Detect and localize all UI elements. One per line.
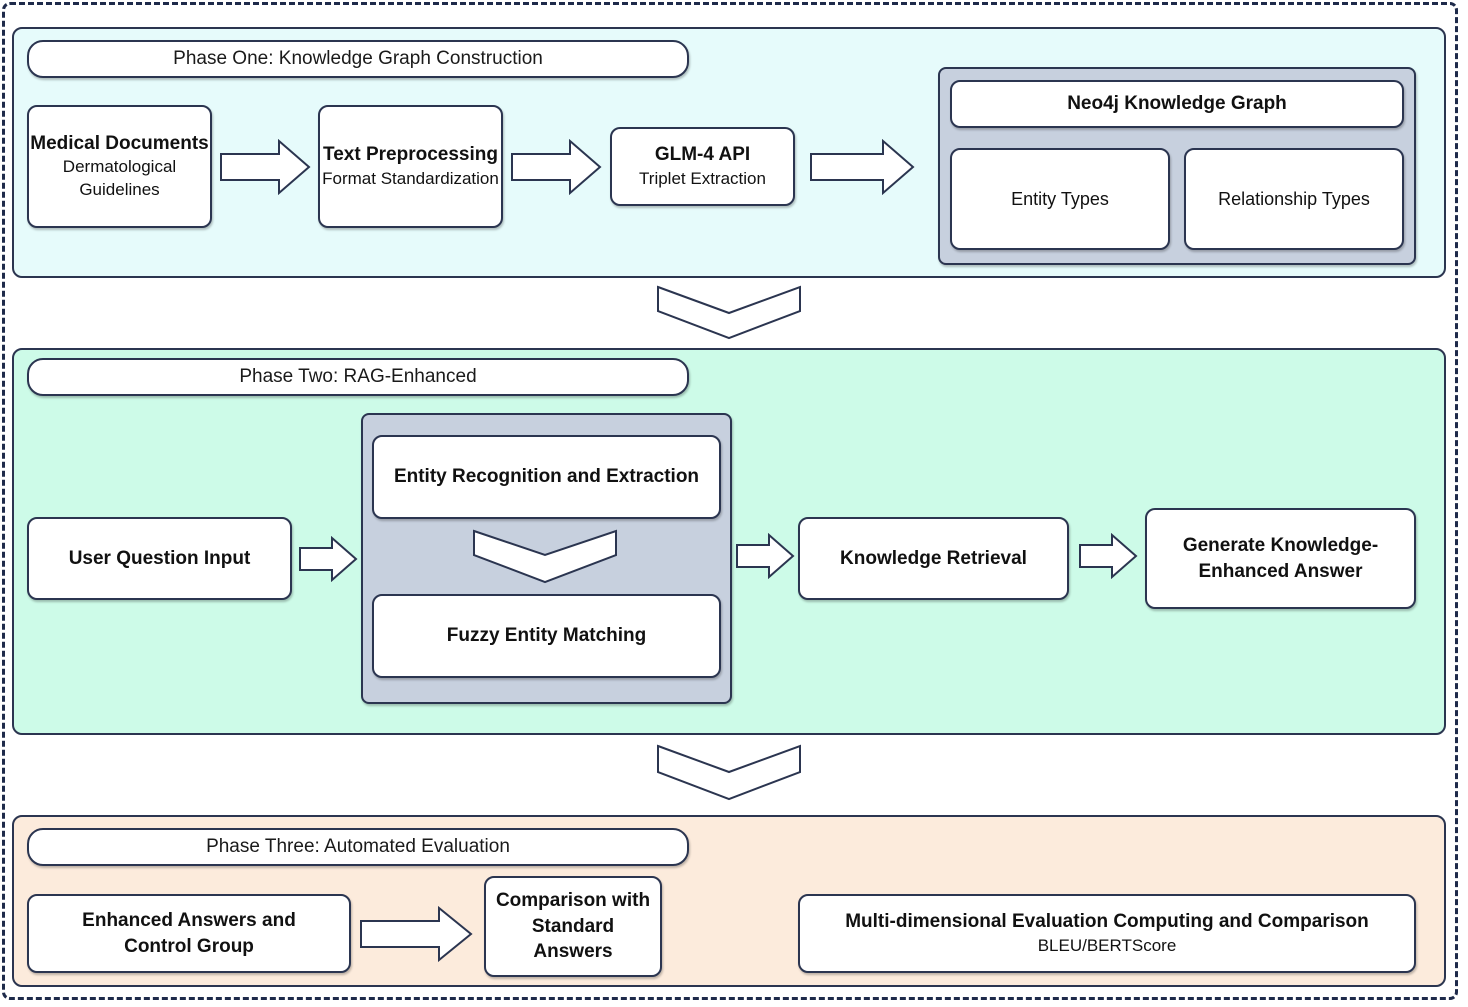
neo4j-title: Neo4j Knowledge Graph (1067, 93, 1287, 115)
text-preprocessing-box: Text Preprocessing Format Standardizatio… (318, 105, 503, 228)
chevron-down-icon (473, 529, 617, 584)
chevron-down-icon (657, 285, 801, 340)
relationship-types-box: Relationship Types (1184, 148, 1404, 250)
phase-one-title: Phase One: Knowledge Graph Construction (27, 40, 689, 78)
medical-documents-subtitle: Dermatological Guidelines (62, 157, 177, 200)
text-preprocessing-title: Text Preprocessing (323, 144, 498, 166)
evaluation-title: Multi-dimensional Evaluation Computing a… (845, 911, 1369, 933)
phase-three-title: Phase Three: Automated Evaluation (27, 828, 689, 866)
comparison-label: Comparison with Standard Answers (495, 890, 651, 963)
glm4-api-box: GLM-4 API Triplet Extraction (610, 127, 795, 206)
relationship-types-label: Relationship Types (1218, 188, 1370, 209)
entity-recognition-box: Entity Recognition and Extraction (372, 435, 721, 519)
text-preprocessing-subtitle: Format Standardization (322, 168, 499, 188)
chevron-down-icon (657, 744, 801, 801)
neo4j-title-box: Neo4j Knowledge Graph (950, 80, 1404, 128)
arrow-right-icon (220, 139, 311, 195)
arrow-right-icon (299, 536, 358, 582)
enhanced-answers-box: Enhanced Answers and Control Group (27, 894, 351, 973)
fuzzy-entity-matching-label: Fuzzy Entity Matching (446, 625, 647, 647)
entity-types-label: Entity Types (1011, 188, 1109, 209)
knowledge-retrieval-box: Knowledge Retrieval (798, 517, 1069, 600)
fuzzy-entity-matching-box: Fuzzy Entity Matching (372, 594, 721, 678)
entity-recognition-label: Entity Recognition and Extraction (393, 466, 700, 488)
arrow-right-icon (360, 906, 473, 962)
generate-answer-label: Generate Knowledge-Enhanced Answer (1182, 534, 1379, 582)
medical-documents-box: Medical Documents Dermatological Guideli… (27, 105, 212, 228)
evaluation-subtitle: BLEU/BERTScore (1037, 935, 1177, 955)
enhanced-answers-label: Enhanced Answers and Control Group (82, 909, 296, 957)
user-question-input-box: User Question Input (27, 517, 292, 600)
evaluation-box: Multi-dimensional Evaluation Computing a… (798, 894, 1416, 973)
arrow-right-icon (511, 139, 602, 195)
generate-answer-box: Generate Knowledge-Enhanced Answer (1145, 508, 1416, 609)
arrow-right-icon (736, 533, 795, 579)
arrow-right-icon (1079, 533, 1138, 579)
glm4-api-title: GLM-4 API (654, 144, 751, 166)
comparison-box: Comparison with Standard Answers (484, 876, 662, 977)
arrow-right-icon (810, 139, 915, 195)
phase-two-title: Phase Two: RAG-Enhanced (27, 358, 689, 396)
entity-types-box: Entity Types (950, 148, 1170, 250)
medical-documents-title: Medical Documents (30, 132, 209, 154)
user-question-input-label: User Question Input (68, 547, 251, 569)
glm4-api-subtitle: Triplet Extraction (639, 168, 766, 188)
knowledge-retrieval-label: Knowledge Retrieval (840, 547, 1027, 569)
